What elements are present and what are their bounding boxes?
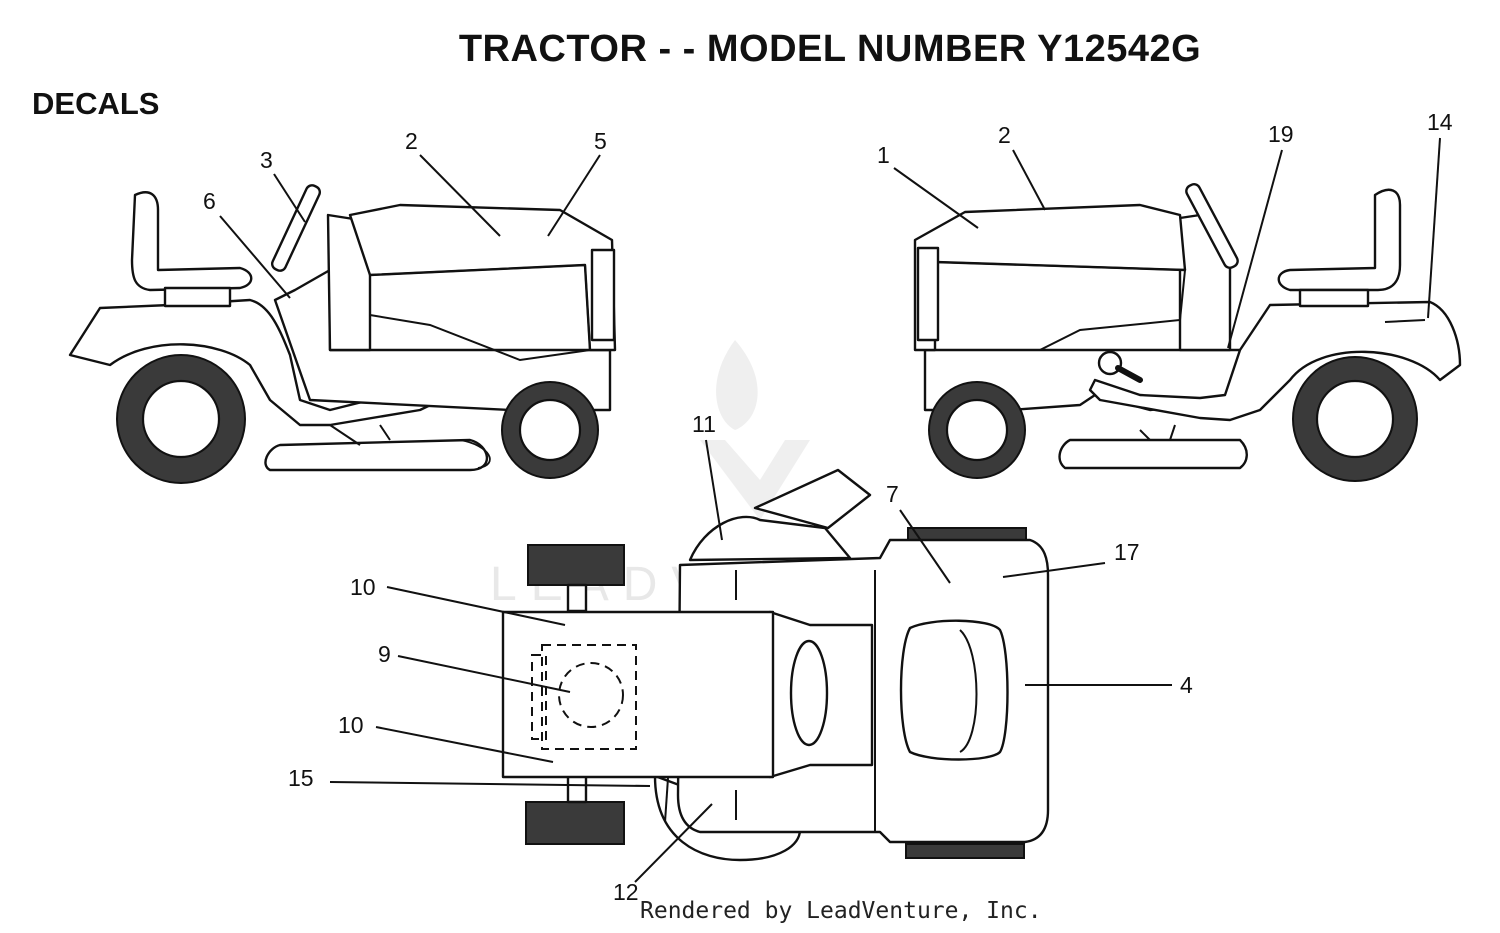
right-hood: [913, 203, 1187, 352]
top-hood-oval: [899, 619, 1009, 761]
callout-4: 4: [1180, 672, 1193, 698]
watermark-v-icon: [700, 440, 810, 520]
callout-6: 6: [203, 188, 216, 214]
callout-2-left: 2: [405, 128, 418, 154]
left-mower-deck: [264, 438, 489, 472]
diagram-title: TRACTOR - - MODEL NUMBER Y12542G: [458, 28, 1202, 70]
callout-1: 1: [877, 142, 890, 168]
tractor-top-view: [501, 468, 1050, 862]
right-mower-deck: [1058, 438, 1248, 470]
right-seat: [1277, 188, 1402, 292]
right-steering-wheel: [1185, 183, 1239, 269]
left-seat: [130, 191, 253, 292]
tractor-left-side-view: [68, 184, 617, 484]
callout-15: 15: [288, 765, 314, 791]
section-heading: DECALS: [32, 86, 160, 121]
render-credit: Rendered by LeadVenture, Inc.: [640, 898, 1042, 924]
right-grille: [916, 246, 940, 342]
top-discharge-chute: [753, 468, 872, 530]
top-rear-right-tire: [525, 801, 625, 845]
top-rear-left-tire: [527, 544, 625, 586]
callout-19: 19: [1268, 121, 1294, 147]
tractor-right-side-view: [913, 183, 1462, 482]
top-fuel-cap: [558, 662, 624, 728]
left-callouts: 3 2 5 6: [203, 128, 607, 299]
right-rear-fender: [1088, 300, 1462, 422]
left-steering-wheel: [270, 184, 322, 272]
callout-12: 12: [613, 879, 639, 905]
right-callouts: 1 2 19 14: [877, 109, 1453, 349]
callout-9: 9: [378, 641, 391, 667]
callout-17: 17: [1114, 539, 1140, 565]
left-rear-fender: [68, 298, 447, 427]
watermark-flame-icon: [716, 340, 758, 430]
callout-5: 5: [594, 128, 607, 154]
left-hood: [348, 203, 617, 352]
callout-11: 11: [692, 411, 716, 437]
callout-3: 3: [260, 147, 273, 173]
left-grille: [590, 248, 616, 342]
callout-10-upper: 10: [350, 574, 376, 600]
callout-14: 14: [1427, 109, 1453, 135]
callout-7: 7: [886, 481, 899, 507]
top-steering-wheel: [789, 639, 829, 747]
top-callouts: 11 7 17 10 9 10 15 4 12: [288, 411, 1193, 905]
callout-10-lower: 10: [338, 712, 364, 738]
top-seat-area: [501, 610, 775, 779]
callout-2-right: 2: [998, 122, 1011, 148]
top-front-right-tire: [905, 843, 1025, 859]
